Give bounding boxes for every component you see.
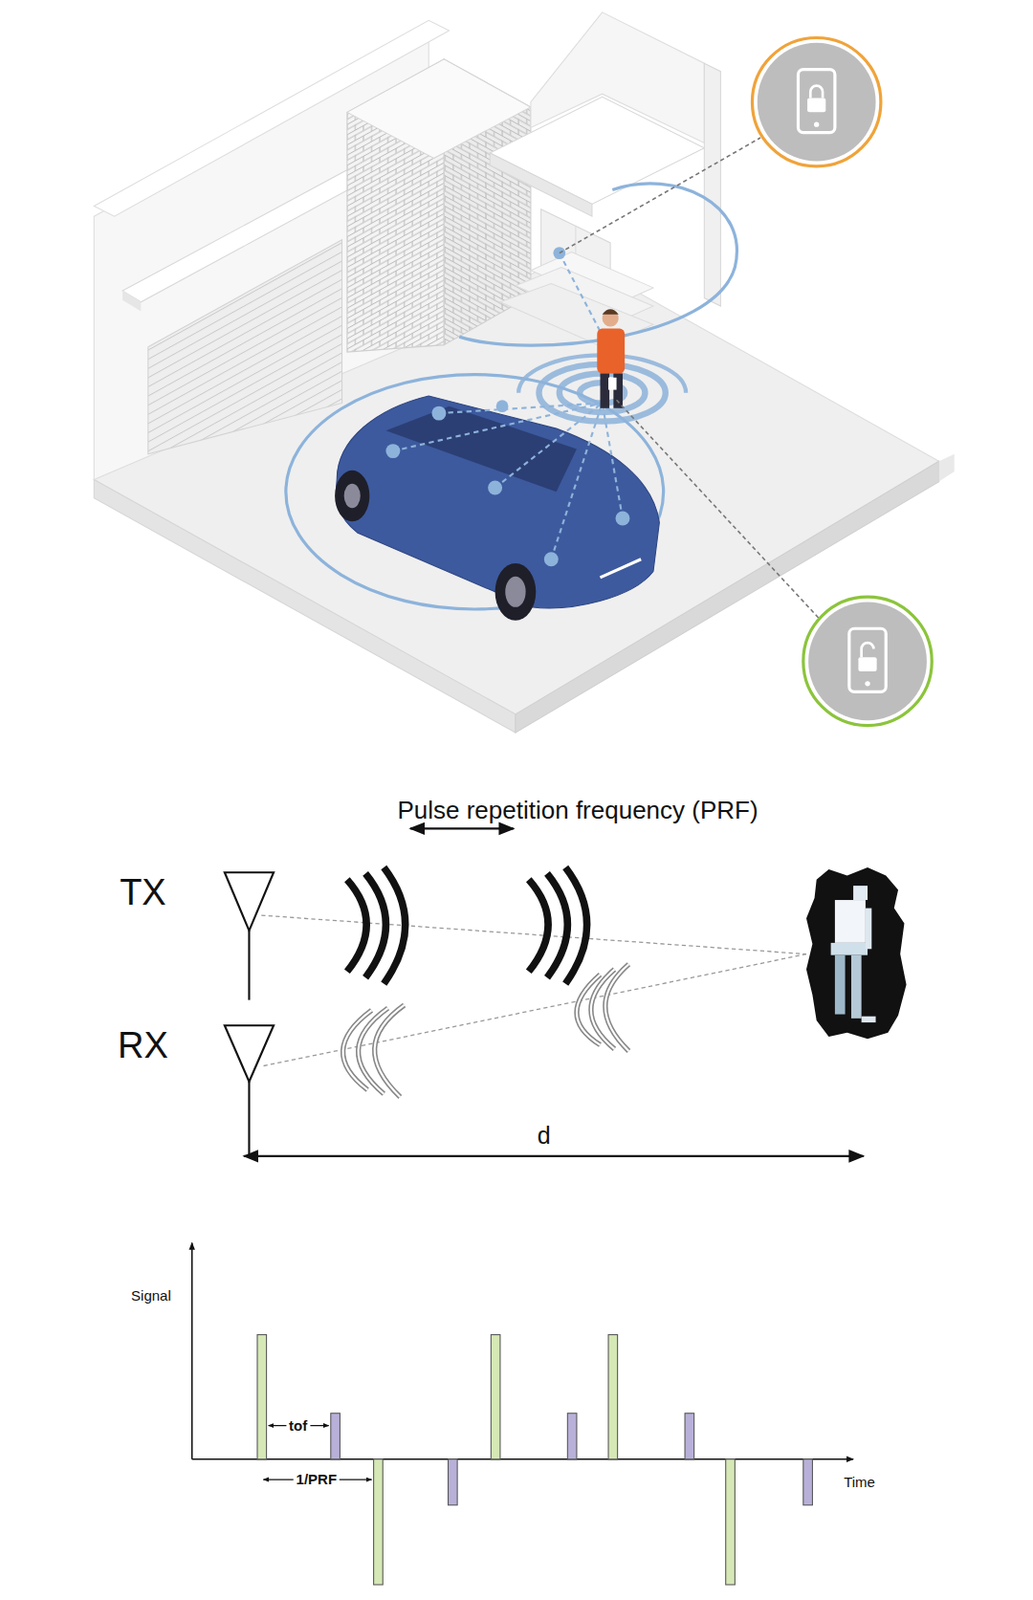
signal-plot: [192, 1243, 854, 1585]
interval-label: 1/PRF: [293, 1471, 341, 1489]
garage-scene: [93, 12, 954, 733]
antenna-label: RX: [117, 1024, 169, 1069]
distance-label: d: [537, 1120, 551, 1150]
axis-label: Time: [843, 1473, 876, 1492]
antenna-label: TX: [119, 871, 167, 916]
interval-label: tof: [285, 1417, 310, 1435]
axis-label: Signal: [131, 1287, 172, 1305]
radar-sketch: [224, 828, 907, 1156]
prf-heading: Pulse repetition frequency (PRF): [395, 796, 760, 827]
